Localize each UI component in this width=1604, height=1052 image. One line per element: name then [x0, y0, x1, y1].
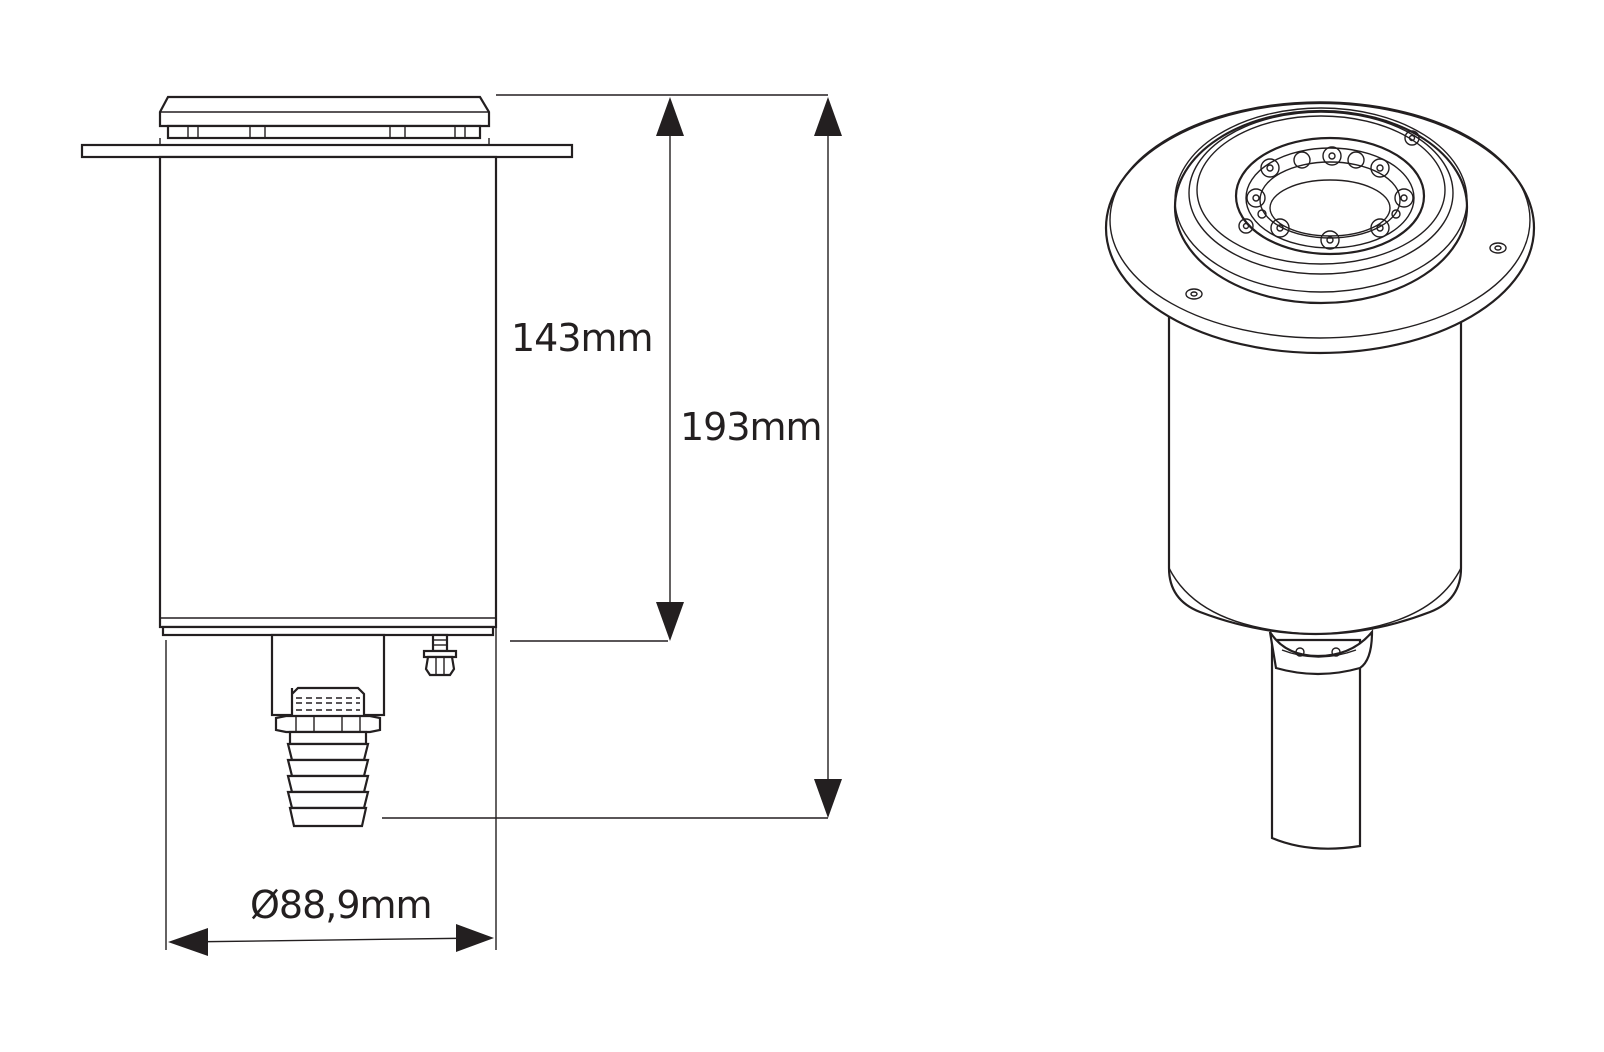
led-sockets	[1246, 146, 1414, 250]
ring-screws	[1238, 130, 1420, 234]
isometric-view	[1104, 101, 1536, 850]
dim-label-143: 143mm	[511, 316, 653, 360]
mounting-flange	[80, 143, 574, 159]
cable-gland	[274, 686, 382, 828]
arrow-head	[814, 779, 842, 818]
trim-ring	[166, 124, 482, 140]
side-view	[80, 95, 574, 828]
housing-cylinder	[1167, 308, 1463, 636]
arrow-head	[814, 97, 842, 136]
dim-label-193: 193mm	[680, 405, 822, 449]
dim-label-diameter: Ø88,9mm	[250, 883, 432, 927]
dimension-lines	[165, 94, 842, 956]
cable-tube	[1270, 638, 1362, 850]
arrow-head	[656, 602, 684, 641]
arrow-head	[168, 928, 208, 956]
arrow-head	[656, 97, 684, 136]
earth-screw	[422, 633, 458, 677]
arrow-head	[456, 924, 494, 952]
housing-body	[158, 155, 498, 629]
